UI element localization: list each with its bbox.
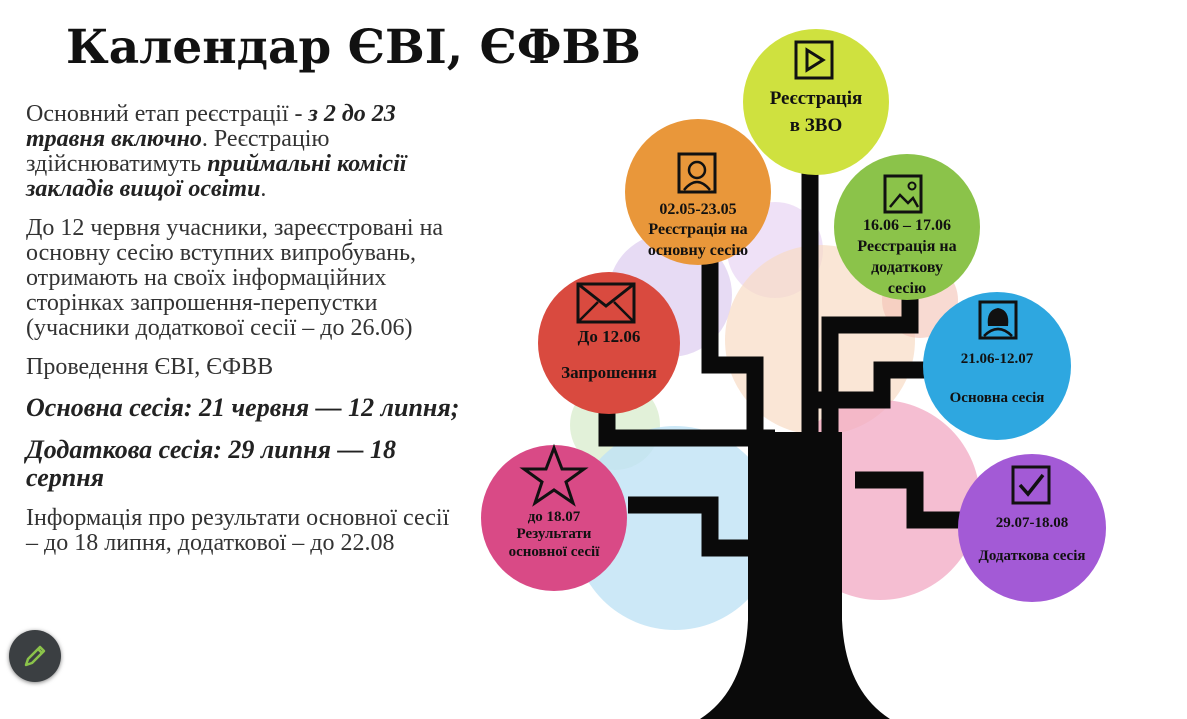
envelope-icon (576, 282, 636, 324)
node-results: до 18.07 Результати основної сесії (481, 443, 627, 591)
picture-icon (883, 174, 923, 214)
node-circle (923, 292, 1071, 440)
edit-button[interactable] (9, 630, 61, 682)
node-zvo-registration: Реєстрація в ЗВО (743, 29, 889, 175)
registration-commission: приймальні комісії закладів вищої освіти (26, 151, 407, 202)
branch-main-session (815, 361, 925, 409)
node-date: До 12.06 (578, 327, 641, 346)
branch-invite (598, 410, 775, 447)
registration-dates: з 2 до 23 травня включно (26, 101, 396, 152)
node-label: додаткову (871, 259, 943, 276)
man-portrait-icon (677, 152, 717, 194)
node-label: Результати (517, 526, 592, 542)
registration-text: Основний етап реєстрації - (26, 101, 309, 127)
node-invitation: До 12.06 Запрошення (538, 272, 680, 414)
node-date: 21.06-12.07 (961, 351, 1034, 367)
node-extra-registration: 16.06 – 17.06 Реєстрація на додаткову се… (834, 154, 980, 300)
node-label: Реєстрація (770, 88, 863, 109)
node-label: Реєстрація на (857, 238, 956, 255)
node-extra-session: 29.07-18.08 Додаткова сесія (958, 454, 1106, 602)
pencil-icon (24, 645, 46, 667)
node-circle (538, 272, 680, 414)
registration-paragraph: Основний етап реєстрації - з 2 до 23 тра… (26, 102, 466, 202)
bubble (573, 426, 777, 630)
branch-extra-session (855, 471, 960, 529)
conduct-paragraph: Проведення ЄВІ, ЄФВВ (26, 354, 274, 380)
tree-diagram: Реєстрація в ЗВО 02.05-23.05 Реєстрація … (481, 29, 1106, 719)
branch-main-reg (701, 260, 764, 435)
node-label: основну сесію (648, 242, 748, 259)
play-icon (794, 40, 834, 80)
node-circle (958, 454, 1106, 602)
node-label: Основна сесія (950, 390, 1045, 406)
branch-extra-reg (821, 290, 919, 435)
node-date: до 18.07 (528, 509, 581, 525)
node-label: основної сесії (509, 544, 601, 560)
node-circle (481, 445, 627, 591)
checkbox-icon (1011, 465, 1051, 505)
node-label: в ЗВО (790, 115, 843, 136)
node-date: 16.06 – 17.06 (863, 217, 951, 234)
node-label: сесію (888, 280, 926, 297)
woman-portrait-icon (978, 300, 1018, 340)
bubble (725, 245, 915, 435)
registration-end: . (260, 176, 267, 202)
tree-trunk (598, 160, 960, 557)
trunk-base (700, 432, 890, 719)
extra-session-paragraph: Додаткова сесія: 29 липня — 18 серпня (26, 435, 396, 492)
node-label: Реєстрація на (648, 221, 747, 238)
node-label: Запрошення (561, 363, 657, 382)
node-circle (743, 29, 889, 175)
node-main-session: 21.06-12.07 Основна сесія (923, 292, 1071, 440)
node-date: 29.07-18.08 (996, 515, 1069, 531)
node-main-registration: 02.05-23.05 Реєстрація на основну сесію (625, 119, 771, 265)
branch-results (628, 496, 750, 557)
results-paragraph: Інформація про результати основної сесії… (26, 505, 450, 556)
star-icon (519, 443, 589, 507)
node-date: 02.05-23.05 (659, 201, 736, 218)
info-text: Основний етап реєстрації - з 2 до 23 тра… (26, 102, 466, 570)
main-session-paragraph: Основна сесія: 21 червня — 12 липня; (26, 393, 460, 422)
node-circle (834, 154, 980, 300)
page-title: Календар ЄВІ, ЄФВВ (66, 20, 641, 75)
node-label: Додаткова сесія (979, 548, 1086, 564)
invitation-paragraph: До 12 червня учасники, зареєстровані на … (26, 215, 444, 341)
registration-text-2: . Реєстрацію здійснюватимуть (26, 126, 330, 177)
